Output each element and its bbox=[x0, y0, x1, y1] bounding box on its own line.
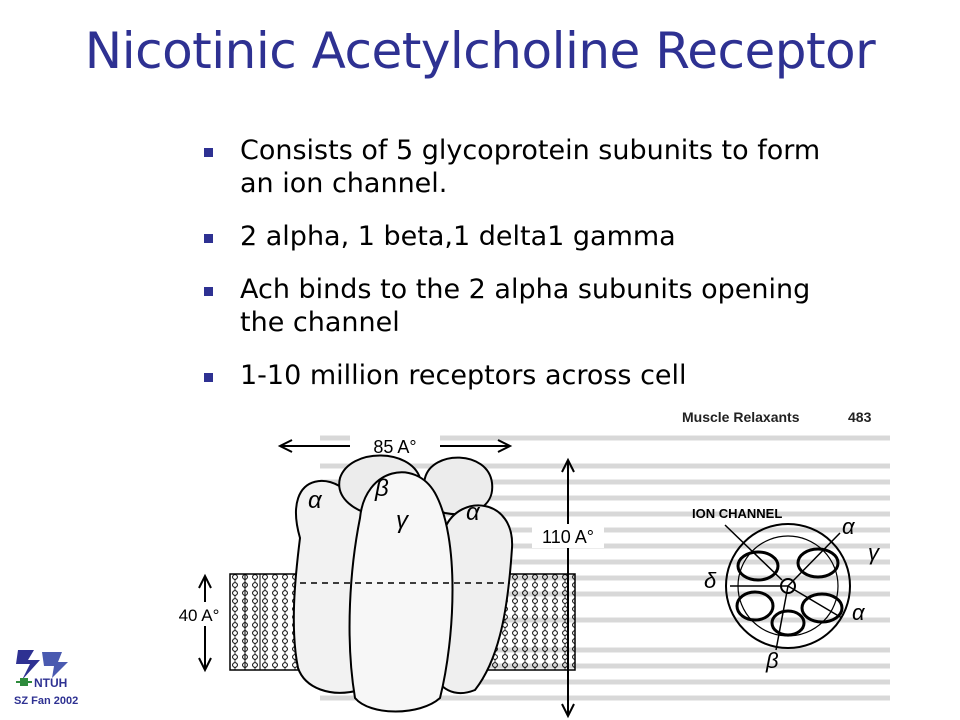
topview-label-beta: β bbox=[765, 648, 779, 673]
ntuh-logo: NTUH bbox=[16, 650, 68, 690]
bullet-square-icon bbox=[204, 148, 213, 157]
bullet-text: 2 alpha, 1 beta,1 delta1 gamma bbox=[240, 221, 676, 252]
topview-label-alpha: α bbox=[842, 514, 856, 539]
width-label: 85 A° bbox=[373, 437, 416, 457]
ion-channel-label: ION CHANNEL bbox=[692, 506, 782, 521]
bullet-item: 1-10 million receptors across cell bbox=[200, 359, 840, 392]
topview-label-gamma: γ bbox=[868, 540, 881, 565]
figure-header: Muscle Relaxants bbox=[682, 409, 800, 425]
subunit-label-beta: β bbox=[374, 475, 389, 502]
bullet-item: Ach binds to the 2 alpha subunits openin… bbox=[200, 273, 840, 339]
slide-title: Nicotinic Acetylcholine Receptor bbox=[84, 22, 876, 80]
membrane-label: 40 A° bbox=[179, 606, 220, 625]
subunit-label-alpha-left: α bbox=[308, 487, 323, 514]
figure-page-number: 483 bbox=[848, 409, 872, 425]
bullet-item: Consists of 5 glycoprotein subunits to f… bbox=[200, 134, 840, 200]
topview-label-delta: δ bbox=[704, 568, 717, 593]
bullet-text: Consists of 5 glycoprotein subunits to f… bbox=[240, 135, 821, 199]
logo-emblem-icon bbox=[16, 650, 40, 680]
bullet-square-icon bbox=[204, 287, 213, 296]
receptor-side-view bbox=[292, 454, 514, 713]
receptor-figure: Muscle Relaxants 483 85 A° β α γ α 1 bbox=[172, 409, 890, 719]
membrane-label-bg bbox=[172, 602, 226, 626]
subunit-label-alpha-right: α bbox=[466, 499, 481, 526]
logo-text: NTUH bbox=[34, 676, 67, 690]
height-dimension bbox=[561, 457, 575, 719]
bullet-square-icon bbox=[204, 234, 213, 243]
logo-emblem-2-icon bbox=[42, 652, 68, 678]
bullet-text: Ach binds to the 2 alpha subunits openin… bbox=[240, 274, 811, 338]
bullet-square-icon bbox=[204, 373, 213, 382]
topview-label-alpha-2: α bbox=[852, 600, 866, 625]
subunit-label-gamma: γ bbox=[396, 507, 410, 534]
receptor-top-view bbox=[724, 523, 851, 651]
height-label-bg bbox=[532, 524, 604, 548]
width-label-bg bbox=[350, 434, 440, 458]
author-credit: SZ Fan 2002 bbox=[14, 695, 79, 707]
bullet-list: Consists of 5 glycoprotein subunits to f… bbox=[200, 134, 840, 412]
bullet-item: 2 alpha, 1 beta,1 delta1 gamma bbox=[200, 220, 840, 253]
bullet-text: 1-10 million receptors across cell bbox=[240, 360, 687, 391]
height-label: 110 A° bbox=[542, 527, 594, 547]
